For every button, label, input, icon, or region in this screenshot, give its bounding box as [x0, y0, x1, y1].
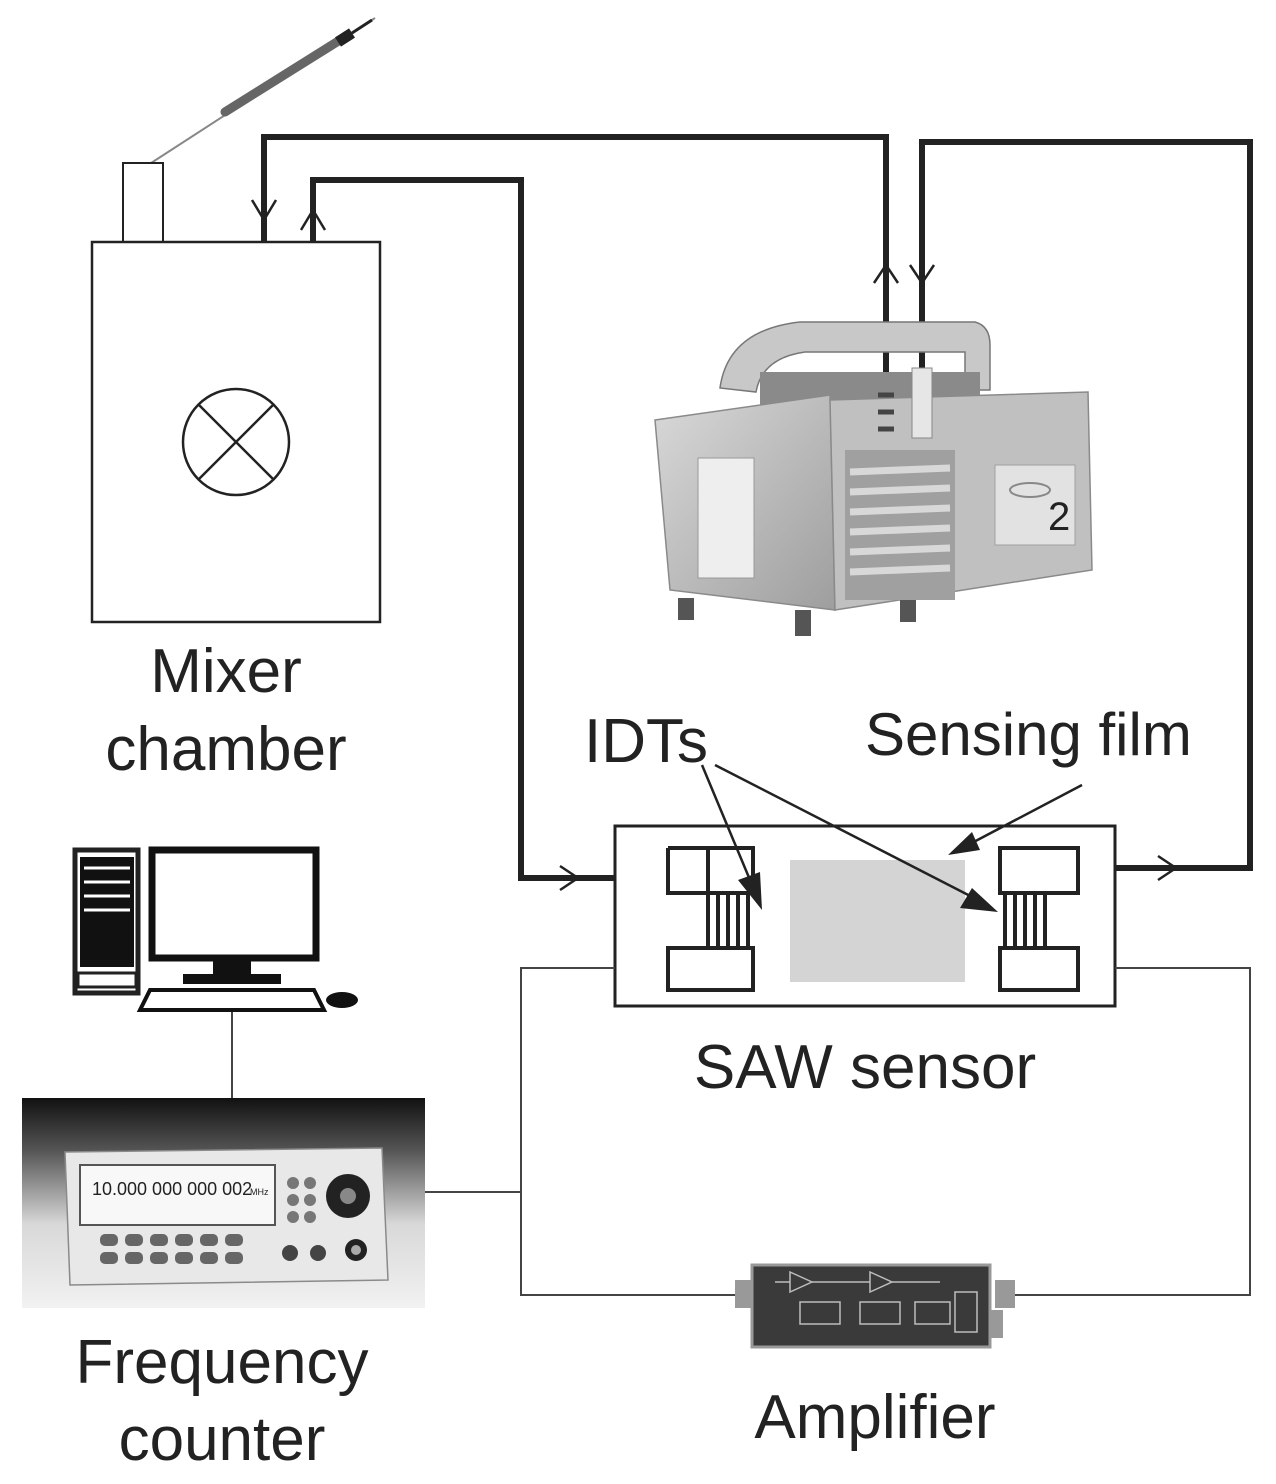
mixer-chamber — [90, 162, 382, 624]
idt-left — [666, 846, 755, 992]
frequency-unit: MHz — [250, 1187, 269, 1197]
syringe-icon — [147, 17, 376, 166]
label-sensing-film: Sensing film — [865, 701, 1192, 768]
frequency-counter: 10.000 000 000 002 MHz — [22, 1098, 425, 1308]
saw-sensor — [613, 824, 1117, 1008]
vacuum-pump: 2 — [654, 321, 1093, 636]
sensing-film — [790, 860, 965, 982]
label-saw-sensor: SAW sensor — [694, 1033, 1036, 1102]
mixer-icon — [181, 387, 291, 497]
label-frequency-line1: Frequency — [76, 1328, 369, 1397]
oscillator-loop — [231, 967, 1251, 1296]
label-mixer-line1: Mixer — [150, 637, 302, 706]
computer-icon — [72, 846, 358, 1012]
frequency-readout: 10.000 000 000 002 — [92, 1179, 252, 1199]
gas-tubes — [261, 134, 1253, 881]
amplifier — [735, 1263, 1015, 1349]
flow-arrows — [250, 199, 1179, 892]
label-idts: IDTs — [584, 707, 708, 776]
label-frequency-line2: counter — [119, 1405, 326, 1474]
pump-badge-number: 2 — [1048, 495, 1070, 539]
label-amplifier: Amplifier — [754, 1383, 995, 1452]
label-mixer-line2: chamber — [105, 715, 346, 784]
pointer-arrows — [700, 763, 1083, 912]
idt-right — [998, 846, 1080, 992]
